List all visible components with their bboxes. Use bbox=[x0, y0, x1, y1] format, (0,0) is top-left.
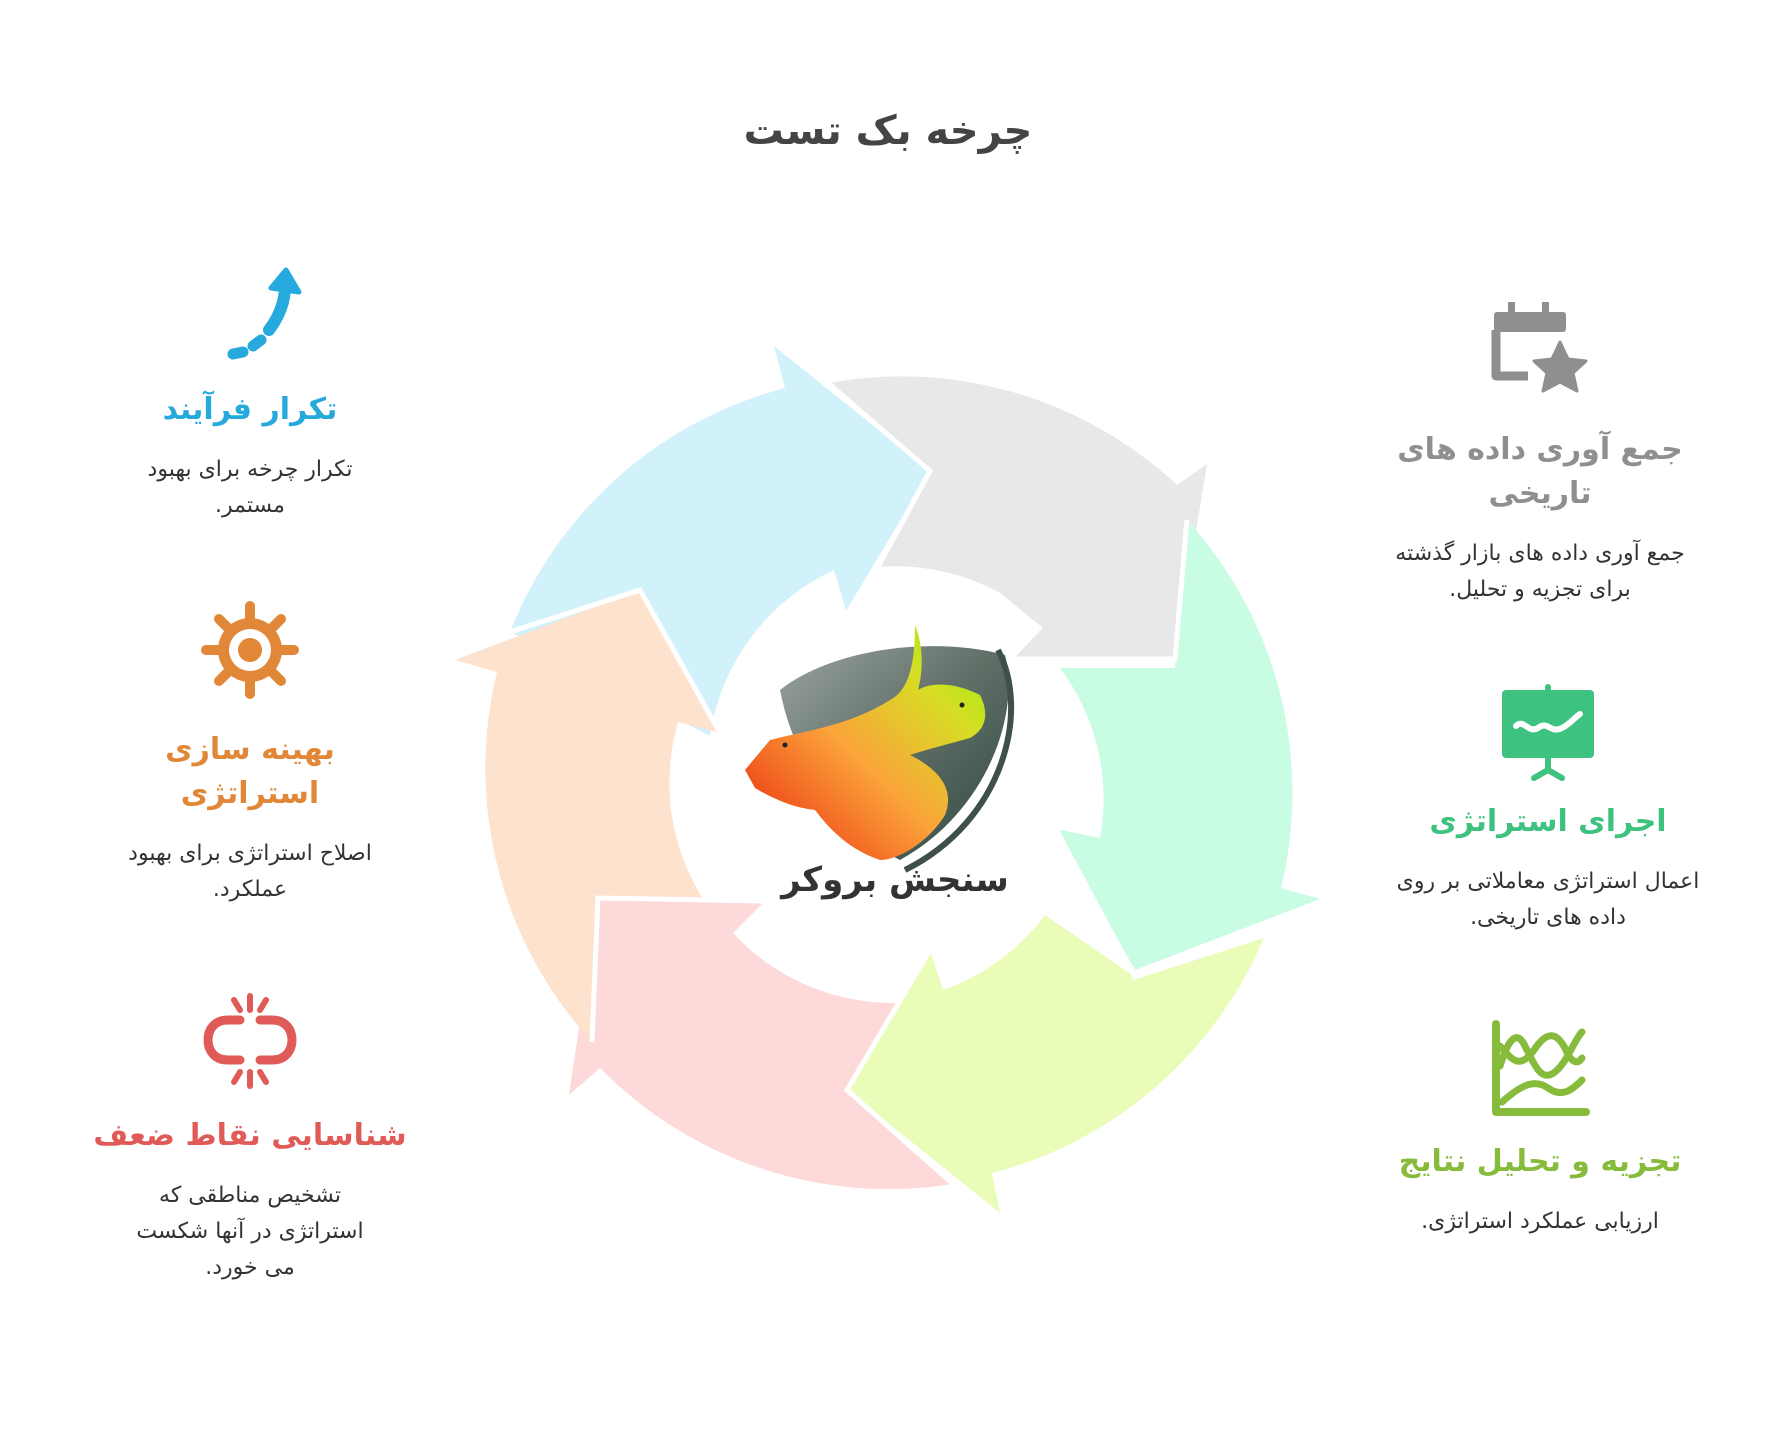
step-heading: جمع آوری داده های تاریخی bbox=[1397, 432, 1683, 511]
bull-bear-shield-logo-icon bbox=[745, 625, 1015, 873]
step-description: اعمال استراتژی معاملاتی بر روی داده های … bbox=[1396, 869, 1700, 930]
curved-arrow-up-icon bbox=[227, 267, 302, 360]
step-description: جمع آوری داده های بازار گذشته برای تجزیه… bbox=[1395, 541, 1685, 602]
step-heading: بهینه سازی استراتژی bbox=[165, 732, 335, 811]
step-heading: تکرار فرآیند bbox=[162, 392, 338, 427]
center-logo bbox=[740, 620, 1040, 920]
step-repeat-process: تکرار فرآیند تکرار چرخه برای بهبود مستمر… bbox=[90, 262, 410, 524]
cycle-arrow-peach bbox=[455, 590, 720, 1042]
step-description: تکرار چرخه برای بهبود مستمر. bbox=[147, 457, 353, 518]
step-description: ارزیابی عملکرد استراتژی. bbox=[1421, 1209, 1659, 1234]
cycle-arrow-lime bbox=[847, 915, 1265, 1213]
step-optimize-strategy: بهینه سازی استراتژی اصلاح استراتژی برای … bbox=[90, 600, 410, 908]
diagram-title: چرخه بک تست bbox=[743, 108, 1033, 154]
cycle-arrow-gray bbox=[828, 376, 1207, 659]
gear-icon bbox=[201, 601, 299, 699]
step-description: اصلاح استراتژی برای بهبود عملکرد. bbox=[128, 841, 372, 902]
calendar-star-icon bbox=[1491, 302, 1588, 393]
step-heading: شناسایی نقاط ضعف bbox=[93, 1118, 407, 1153]
broken-link-icon bbox=[203, 993, 297, 1089]
step-collect-data: جمع آوری داده های تاریخی جمع آوری داده ه… bbox=[1380, 300, 1700, 608]
line-chart-icon bbox=[1492, 1020, 1590, 1116]
cycle-arrow-mint bbox=[1056, 520, 1320, 970]
step-execute-strategy: اجرای استراتژی اعمال استراتژی معاملاتی ب… bbox=[1388, 682, 1708, 936]
presentation-chart-icon bbox=[1502, 684, 1594, 781]
step-description: تشخیص مناطقی که استراتژی در آنها شکست می… bbox=[136, 1183, 364, 1280]
step-identify-weaknesses: شناسایی نقاط ضعف تشخیص مناطقی که استراتژ… bbox=[90, 992, 410, 1286]
step-heading: تجزیه و تحلیل نتایج bbox=[1398, 1144, 1682, 1179]
brand-text: سنجش بروکر bbox=[781, 860, 1009, 900]
cycle-arrow-pink bbox=[569, 898, 953, 1190]
step-analyze-results: تجزیه و تحلیل نتایج ارزیابی عملکرد استرا… bbox=[1380, 1020, 1700, 1240]
step-heading: اجرای استراتژی bbox=[1429, 804, 1667, 839]
